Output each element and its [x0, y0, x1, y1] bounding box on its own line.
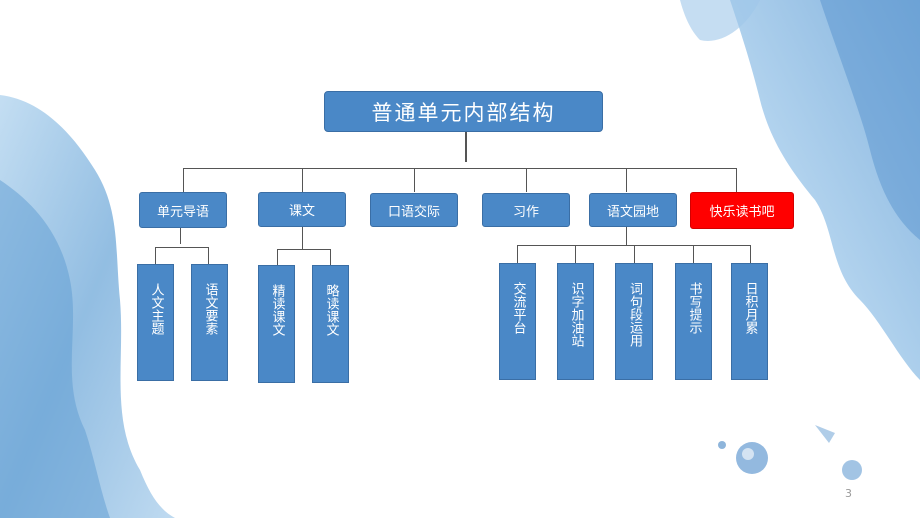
- leaf-skim-reading: 略读课文: [312, 265, 349, 383]
- node-writing: 习作: [482, 193, 570, 227]
- drop-text: [302, 168, 303, 192]
- root-stem: [465, 132, 467, 162]
- drop-guide: [183, 168, 184, 192]
- node-garden: 语文园地: [589, 193, 677, 227]
- garden-drop-2: [575, 245, 576, 263]
- page-number: 3: [845, 487, 852, 500]
- garden-bus: [517, 245, 750, 246]
- text-bus: [277, 249, 330, 250]
- node-happy-reading: 快乐读书吧: [690, 192, 794, 229]
- leaf-handwriting-tips: 书写提示: [675, 263, 712, 380]
- garden-stem: [626, 227, 627, 245]
- garden-drop-4: [693, 245, 694, 263]
- node-unit-guide: 单元导语: [139, 192, 227, 228]
- leaf-word-usage: 词句段运用: [615, 263, 653, 380]
- garden-drop-5: [750, 245, 751, 263]
- drop-reading: [736, 168, 737, 192]
- node-oral: 口语交际: [370, 193, 458, 227]
- guide-stem: [180, 228, 181, 244]
- leaf-intensive-reading: 精读课文: [258, 265, 295, 383]
- text-drop-2: [330, 249, 331, 265]
- text-stem: [302, 227, 303, 249]
- leaf-humanities-theme: 人文主题: [137, 264, 174, 381]
- leaf-daily-accumulation: 日积月累: [731, 263, 768, 380]
- garden-drop-3: [634, 245, 635, 263]
- drop-garden: [626, 168, 627, 192]
- leaf-literacy-station: 识字加油站: [557, 263, 594, 380]
- drop-writing: [526, 168, 527, 192]
- drop-oral: [414, 168, 415, 192]
- level1-bus: [183, 168, 737, 169]
- guide-drop-1: [155, 247, 156, 264]
- node-text: 课文: [258, 192, 346, 227]
- leaf-language-elements: 语文要素: [191, 264, 228, 381]
- guide-drop-2: [208, 247, 209, 264]
- guide-bus: [155, 247, 208, 248]
- text-drop-1: [277, 249, 278, 265]
- garden-drop-1: [517, 245, 518, 263]
- root-node: 普通单元内部结构: [324, 91, 603, 132]
- leaf-exchange-platform: 交流平台: [499, 263, 536, 380]
